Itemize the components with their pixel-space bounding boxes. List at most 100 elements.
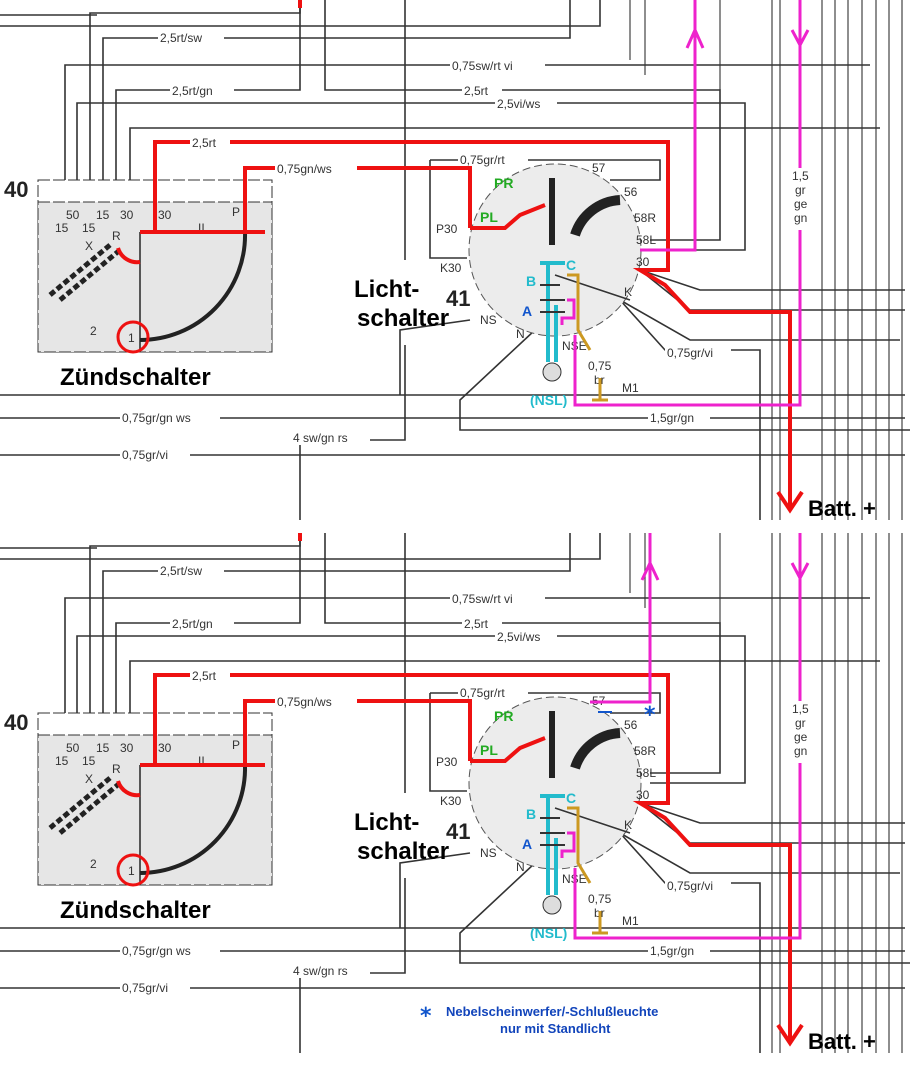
panel-top-variant bbox=[640, 0, 705, 252]
wire-label: 0,75 bbox=[588, 892, 612, 906]
footnote-text: nur mit Standlicht bbox=[500, 1021, 611, 1036]
terminal-label: P bbox=[232, 738, 240, 752]
wire-label: 0,75sw/rt vi bbox=[452, 59, 513, 73]
terminal-label: N bbox=[516, 860, 525, 874]
position-label-pr: PR bbox=[494, 175, 513, 191]
wire-label: 4 sw/gn rs bbox=[293, 964, 348, 978]
contact-label-nsl: (NSL) bbox=[530, 392, 567, 408]
terminal-label: 15 bbox=[55, 754, 69, 768]
terminal-label: 1 bbox=[128, 331, 135, 345]
battery-arrow-icon bbox=[776, 1023, 804, 1047]
arrow-up-icon bbox=[685, 26, 705, 49]
terminal-label: 15 bbox=[82, 221, 96, 235]
terminal-label: K30 bbox=[440, 794, 462, 808]
terminal-label: X bbox=[85, 239, 93, 253]
light-switch-title: schalter bbox=[357, 305, 449, 332]
terminal-label: 30 bbox=[158, 741, 172, 755]
terminal-label: 2 bbox=[90, 324, 97, 338]
light-switch-title: Licht- bbox=[354, 276, 419, 303]
terminal-label: NS bbox=[480, 846, 497, 860]
arrow-down-icon bbox=[790, 29, 810, 49]
terminal-label: P30 bbox=[436, 222, 458, 236]
wires-horizontal bbox=[0, 0, 910, 520]
terminal-label: 30 bbox=[636, 788, 650, 802]
wire-label: gr bbox=[795, 716, 806, 730]
wire-label: 2,5rt bbox=[464, 84, 489, 98]
wire-label: 0,75gr/vi bbox=[122, 981, 168, 995]
wire-label: 0,75gr/rt bbox=[460, 153, 505, 167]
contact-label-c: C bbox=[566, 257, 576, 273]
wire-label: 0,75 bbox=[588, 359, 612, 373]
wire-label: 4 sw/gn rs bbox=[293, 431, 348, 445]
footnote-star-icon: * bbox=[420, 1004, 432, 1029]
panel-bottom-variant: * * Nebelscheinwerfer/-Schlußleuchte nur… bbox=[0, 525, 912, 1036]
ignition-switch: 40 Zündschalter 15 50 15 15 30 30 P X R … bbox=[4, 177, 273, 391]
terminal-label: P bbox=[232, 205, 240, 219]
wire-label: 2,5vi/ws bbox=[497, 630, 540, 644]
wire-label: 0,75gr/gn ws bbox=[122, 411, 191, 425]
wire-labels: 2,5rt/sw 0,75sw/rt vi 2,5rt/gn 2,5rt 2,5… bbox=[120, 563, 731, 995]
light-switch: Licht- schalter 41 P30 K30 NS N NSE M1 5… bbox=[354, 161, 656, 408]
wire-label: 1,5gr/gn bbox=[650, 944, 694, 958]
terminal-label: 15 bbox=[96, 741, 110, 755]
wire-label: 2,5rt bbox=[192, 669, 217, 683]
terminal-label: K bbox=[624, 285, 632, 299]
position-label-pr: PR bbox=[494, 708, 513, 724]
terminal-label: 58R bbox=[634, 744, 656, 758]
wire-label: gn bbox=[794, 211, 807, 225]
wire-label: ge bbox=[794, 730, 808, 744]
contact-label-a: A bbox=[522, 836, 532, 852]
wire-label: 2,5rt/sw bbox=[160, 564, 202, 578]
component-number-40: 40 bbox=[4, 710, 28, 735]
wire-label: 0,75gr/rt bbox=[460, 686, 505, 700]
wire-label: 2,5vi/ws bbox=[497, 97, 540, 111]
wire-label: 2,5rt/sw bbox=[160, 31, 202, 45]
wire-075gn-ws bbox=[243, 166, 472, 232]
wire-label: 0,75gn/ws bbox=[277, 162, 332, 176]
terminal-label: K30 bbox=[440, 261, 462, 275]
light-switch-title: Licht- bbox=[354, 809, 419, 836]
component-number-41: 41 bbox=[446, 819, 470, 844]
terminal-label: 50 bbox=[66, 208, 80, 222]
ignition-switch-title: Zündschalter bbox=[60, 897, 211, 924]
wire-label: 0,75gr/vi bbox=[667, 879, 713, 893]
wire-label: 2,5rt/gn bbox=[172, 84, 213, 98]
terminal-label: 58L bbox=[636, 233, 656, 247]
wire-bundle-right bbox=[629, 0, 903, 520]
terminal-label: 15 bbox=[96, 208, 110, 222]
ignition-switch-title: Zündschalter bbox=[60, 364, 211, 391]
wire-label: 1,5gr/gn bbox=[650, 411, 694, 425]
terminal-label: 56 bbox=[624, 718, 638, 732]
wire-label: 0,75gn/ws bbox=[277, 695, 332, 709]
highlight-circle bbox=[116, 320, 150, 354]
diagram-panel-modified: 2,5rt/sw 0,75sw/rt vi 2,5rt/gn 2,5rt 2,5… bbox=[0, 533, 910, 1054]
terminal-label: 57 bbox=[592, 161, 606, 175]
terminal-label: 50 bbox=[66, 741, 80, 755]
contact-label-nsl: (NSL) bbox=[530, 925, 567, 941]
terminal-label: 30 bbox=[636, 255, 650, 269]
wire-label: 0,75gr/vi bbox=[667, 346, 713, 360]
terminal-label: X bbox=[85, 772, 93, 786]
ignition-switch: 40 Zündschalter 15 50 15 15 30 30 P X R … bbox=[4, 710, 273, 924]
arrow-up-icon bbox=[640, 559, 660, 581]
wire-label: 1,5 bbox=[792, 702, 809, 716]
wire-label: 2,5rt bbox=[464, 617, 489, 631]
light-switch-title: schalter bbox=[357, 838, 449, 865]
component-number-41: 41 bbox=[446, 286, 470, 311]
battery-arrow-icon bbox=[776, 490, 804, 514]
wire-label: ge bbox=[794, 197, 808, 211]
arrow-down-icon bbox=[790, 562, 810, 582]
terminal-label: R bbox=[112, 229, 121, 243]
wire-075gn-ws bbox=[243, 699, 472, 765]
wire-label: 0,75gr/vi bbox=[122, 448, 168, 462]
position-label-pl: PL bbox=[480, 209, 498, 225]
terminal-label: II bbox=[198, 754, 205, 768]
wire-label: gr bbox=[795, 183, 806, 197]
terminal-label: NS bbox=[480, 313, 497, 327]
wire-label: 0,75sw/rt vi bbox=[452, 592, 513, 606]
terminal-label: M1 bbox=[622, 914, 639, 928]
terminal-label: 30 bbox=[158, 208, 172, 222]
terminal-label: 58R bbox=[634, 211, 656, 225]
